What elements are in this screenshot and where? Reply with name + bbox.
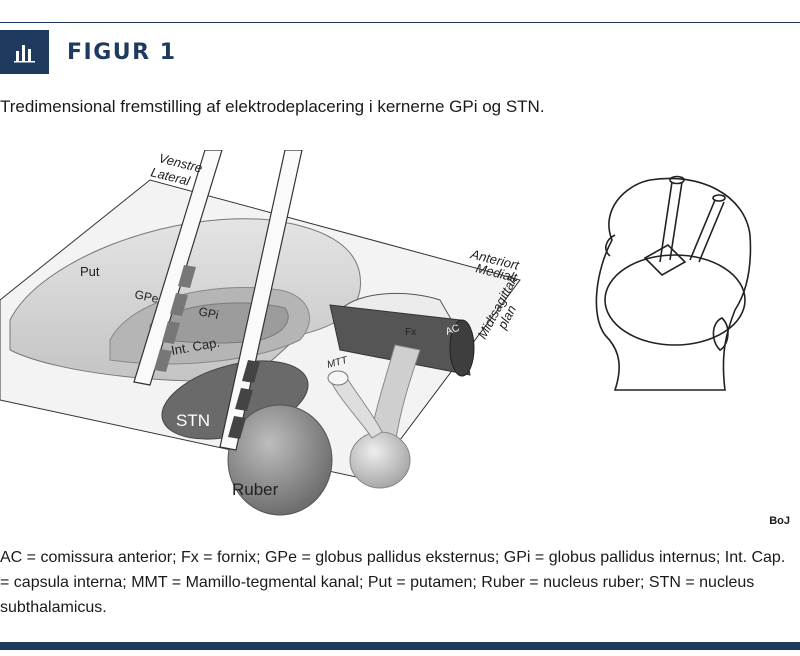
figure-legend: AC = comissura anterior; Fx = fornix; GP… bbox=[0, 549, 786, 616]
label-ruber: Ruber bbox=[232, 480, 279, 499]
ac-end-cap bbox=[449, 319, 475, 377]
ruber-shape bbox=[227, 404, 333, 516]
figure-title: FIGUR 1 bbox=[67, 40, 177, 65]
bottom-rule bbox=[0, 642, 800, 650]
label-stn: STN bbox=[176, 411, 210, 430]
label-fx: Fx bbox=[405, 327, 416, 338]
mammillary-body bbox=[349, 431, 411, 489]
label-gpi: GPi bbox=[197, 304, 219, 322]
top-rule bbox=[0, 22, 800, 23]
head-illustration bbox=[595, 175, 752, 391]
mtt-end-cap bbox=[327, 370, 349, 386]
label-put: Put bbox=[80, 264, 100, 279]
bar-chart-icon bbox=[0, 30, 49, 74]
figure-subtitle: Tredimensional fremstilling af elektrode… bbox=[0, 97, 545, 116]
label-mtt: MTT bbox=[326, 355, 350, 371]
mtt-shape bbox=[329, 374, 383, 439]
figure-header: FIGUR 1 bbox=[0, 30, 800, 74]
brain-electrode-diagram: Venstre Lateral Anteriort Medialt Midtsa… bbox=[0, 150, 752, 516]
electrode-right bbox=[219, 150, 303, 451]
anterior-commissure-shape bbox=[329, 304, 471, 376]
illustration-credit: BoJ bbox=[769, 515, 790, 527]
electrode-left bbox=[133, 150, 223, 386]
label-ac: AC bbox=[444, 323, 461, 338]
label-gpe: GPe bbox=[133, 287, 160, 306]
